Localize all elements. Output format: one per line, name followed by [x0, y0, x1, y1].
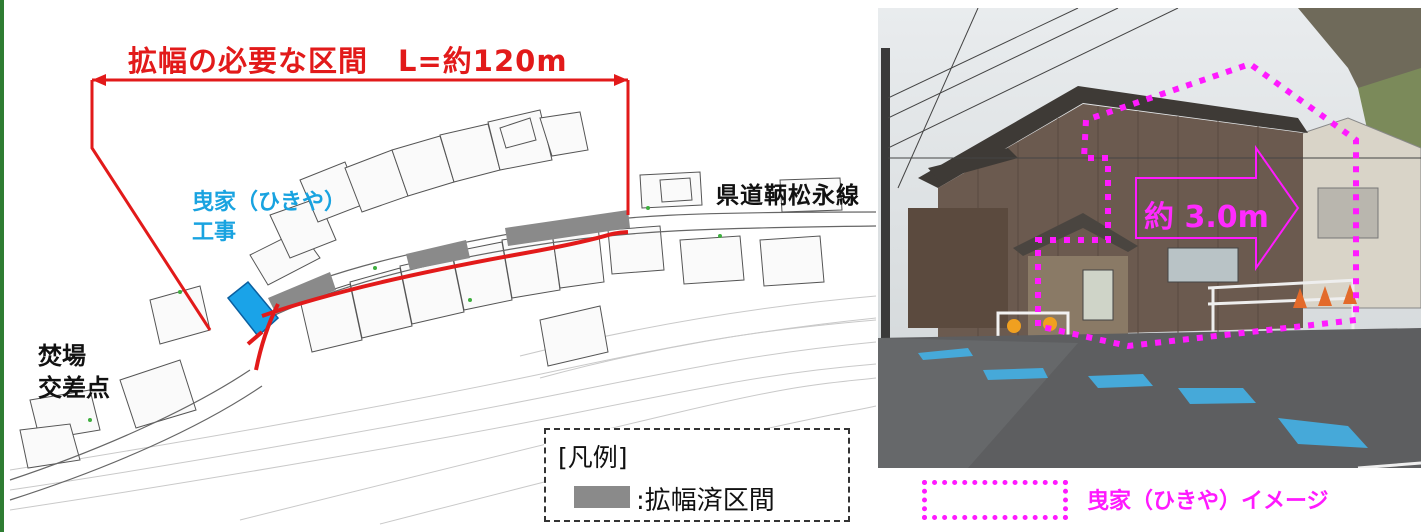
hikiya-work-label: 曳家（ひきや） 工事 [192, 188, 346, 248]
intersection-line2: 交差点 [38, 374, 110, 402]
dimension-arrow-right [614, 74, 628, 86]
plan-contour-lines [9, 295, 877, 525]
widened-road-segments [268, 210, 630, 314]
site-photo [878, 8, 1421, 468]
intersection-line1: 焚場 [38, 342, 86, 370]
photo-main-house-roof [918, 86, 1308, 188]
photo-power-lines [887, 8, 1421, 189]
required-section-lines [90, 78, 630, 371]
frame-border-left [0, 0, 4, 532]
map-legend: [凡例] :拡幅済区間 [544, 428, 850, 522]
photo-legend-label: 曳家（ひきや）イメージ [1087, 489, 1329, 514]
intersection-label: 焚場 交差点 [38, 340, 110, 404]
legend-widened-swatch [574, 486, 630, 508]
legend-title: [凡例] [558, 443, 628, 472]
road-plan-map [0, 0, 877, 532]
photo-window [1167, 247, 1239, 283]
shift-arrow [1135, 144, 1300, 272]
shift-distance-label: 約 3.0m [1144, 200, 1269, 235]
plan-survey-marks [88, 206, 722, 422]
plan-buildings [19, 109, 843, 469]
hikiya-label-line1: 曳家（ひきや） [192, 190, 347, 215]
required-section-title: 拡幅の必要な区間 L=約120m [128, 44, 568, 78]
legend-widened-label: :拡幅済区間 [636, 486, 775, 516]
photo-legend-swatch [922, 480, 1068, 520]
photo-shrine-roof [1013, 213, 1138, 256]
photo-road-arrows [918, 348, 1368, 448]
photo-traffic-cones [1293, 284, 1357, 308]
dimension-arrow-left [92, 74, 106, 86]
hikiya-label-line2: 工事 [192, 220, 237, 245]
prefectural-road-label: 県道鞆松永線 [716, 183, 860, 209]
photo-utility-pole [881, 48, 890, 418]
hikiya-building-footprint [226, 280, 280, 338]
photo-railing [1207, 278, 1359, 338]
